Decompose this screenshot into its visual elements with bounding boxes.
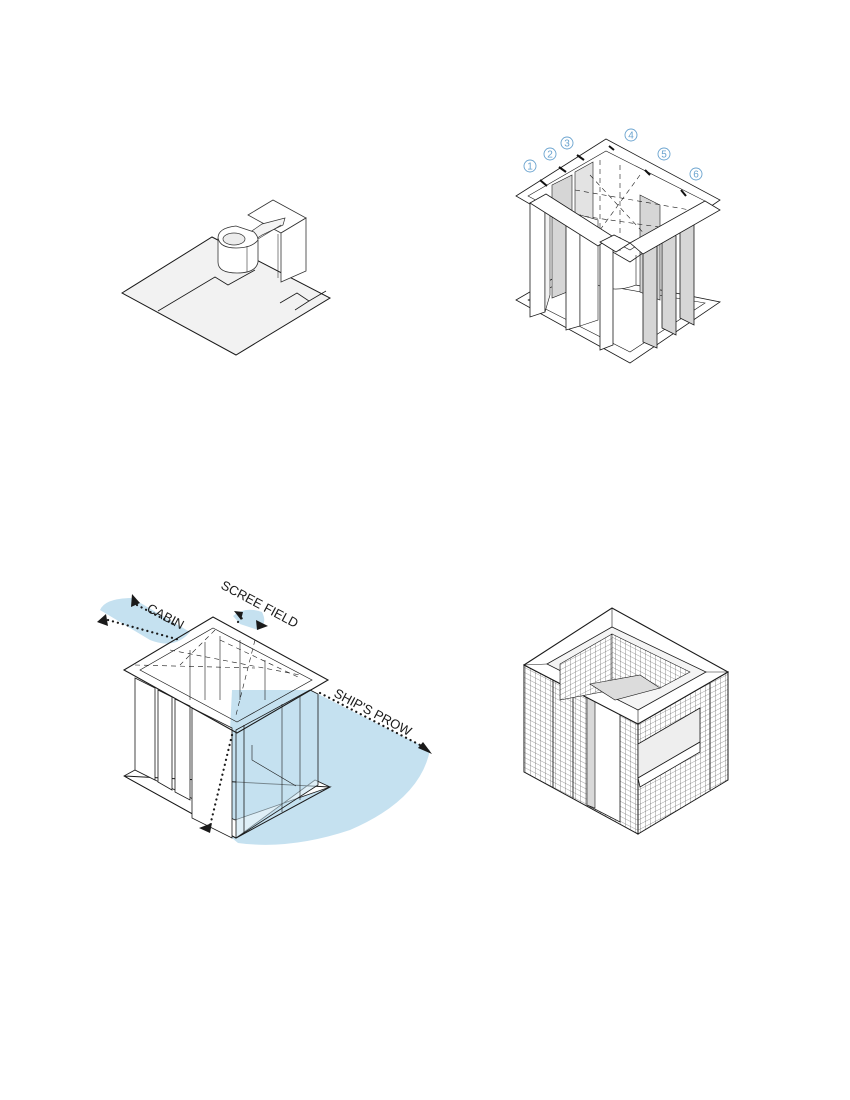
- callout-4: 4: [624, 128, 638, 142]
- svg-text:6: 6: [693, 170, 699, 181]
- callout-6: 6: [689, 167, 703, 181]
- svg-text:3: 3: [564, 139, 570, 150]
- svg-text:4: 4: [628, 131, 634, 142]
- callout-2: 2: [543, 147, 557, 161]
- view-orientations-drawing: CABIN SCREE FIELD SHIP'S PROW: [97, 577, 432, 845]
- panel-enclosure-drawing: 1 2 3 4 5 6: [515, 128, 722, 364]
- callout-1: 1: [523, 159, 537, 173]
- grid-cube-drawing: [522, 607, 730, 835]
- figure-view-orientations: CABIN SCREE FIELD SHIP'S PROW: [90, 570, 450, 860]
- callout-3: 3: [560, 136, 574, 150]
- svg-text:5: 5: [661, 150, 667, 161]
- cabin-view-zone: [100, 598, 190, 644]
- svg-text:1: 1: [527, 162, 533, 173]
- svg-text:2: 2: [547, 150, 553, 161]
- callout-5: 5: [657, 147, 671, 161]
- figure-grid-cube: [510, 600, 750, 850]
- floor-plate-drawing: [121, 199, 332, 356]
- figure-panel-enclosure: 1 2 3 4 5 6: [500, 120, 740, 370]
- figure-floor-plate: [100, 180, 350, 370]
